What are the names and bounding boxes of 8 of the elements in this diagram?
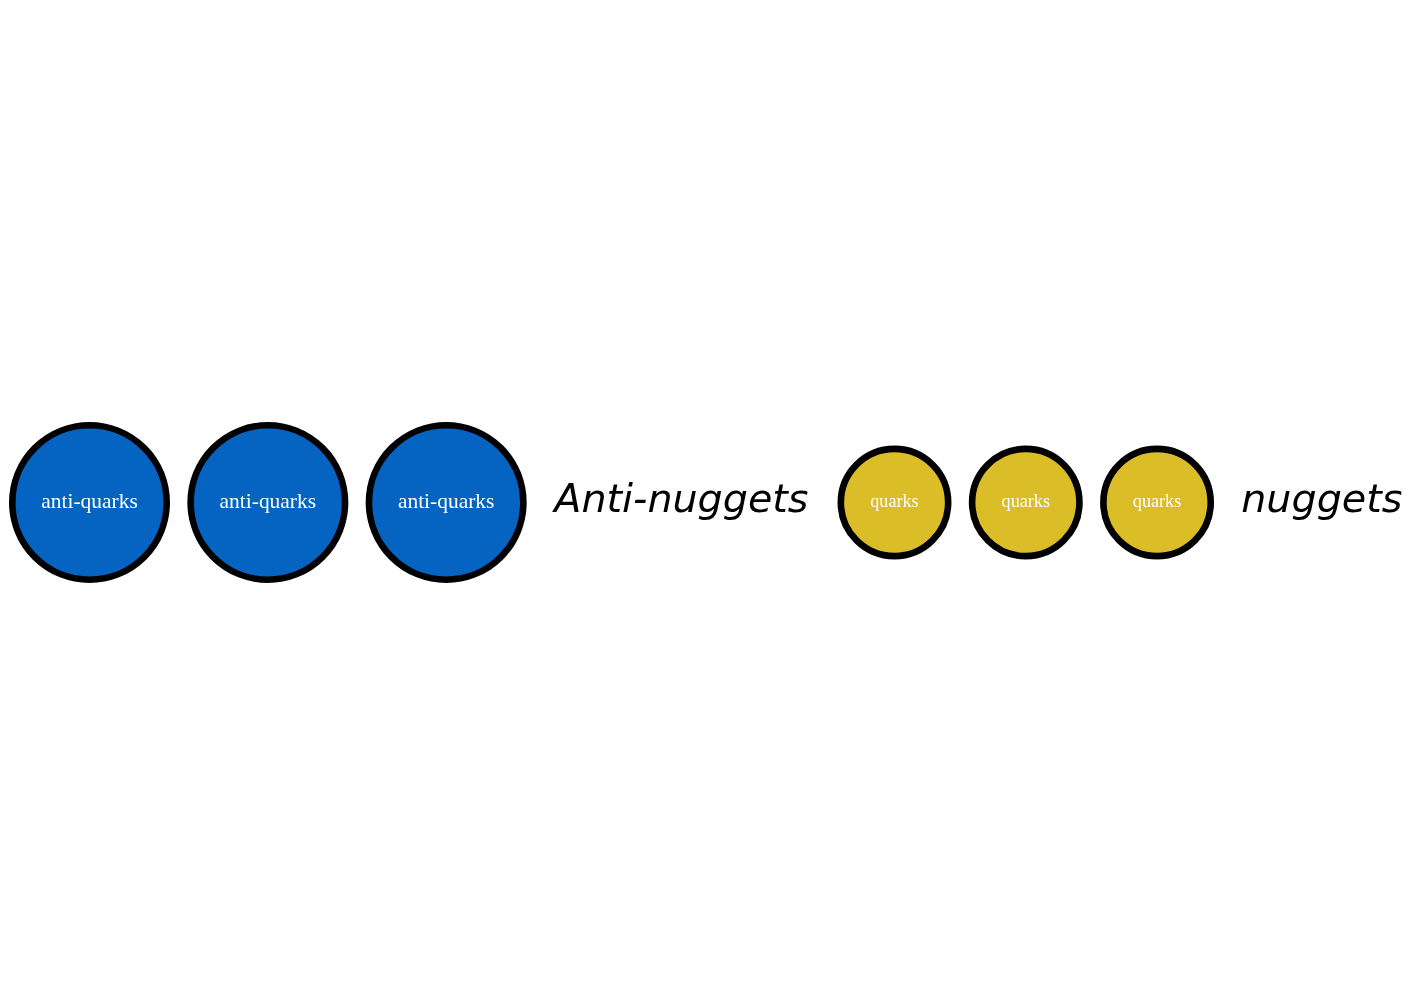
node-circle: anti-quarks bbox=[9, 422, 170, 583]
node-circle: quarks bbox=[1100, 445, 1215, 560]
node-circle: anti-quarks bbox=[187, 422, 349, 583]
label: Anti-nuggets bbox=[554, 474, 809, 521]
node-circle: quarks bbox=[837, 445, 952, 560]
label: nuggets bbox=[1241, 474, 1403, 521]
node-circle: anti-quarks bbox=[365, 422, 527, 583]
node-circle: quarks bbox=[968, 445, 1083, 560]
